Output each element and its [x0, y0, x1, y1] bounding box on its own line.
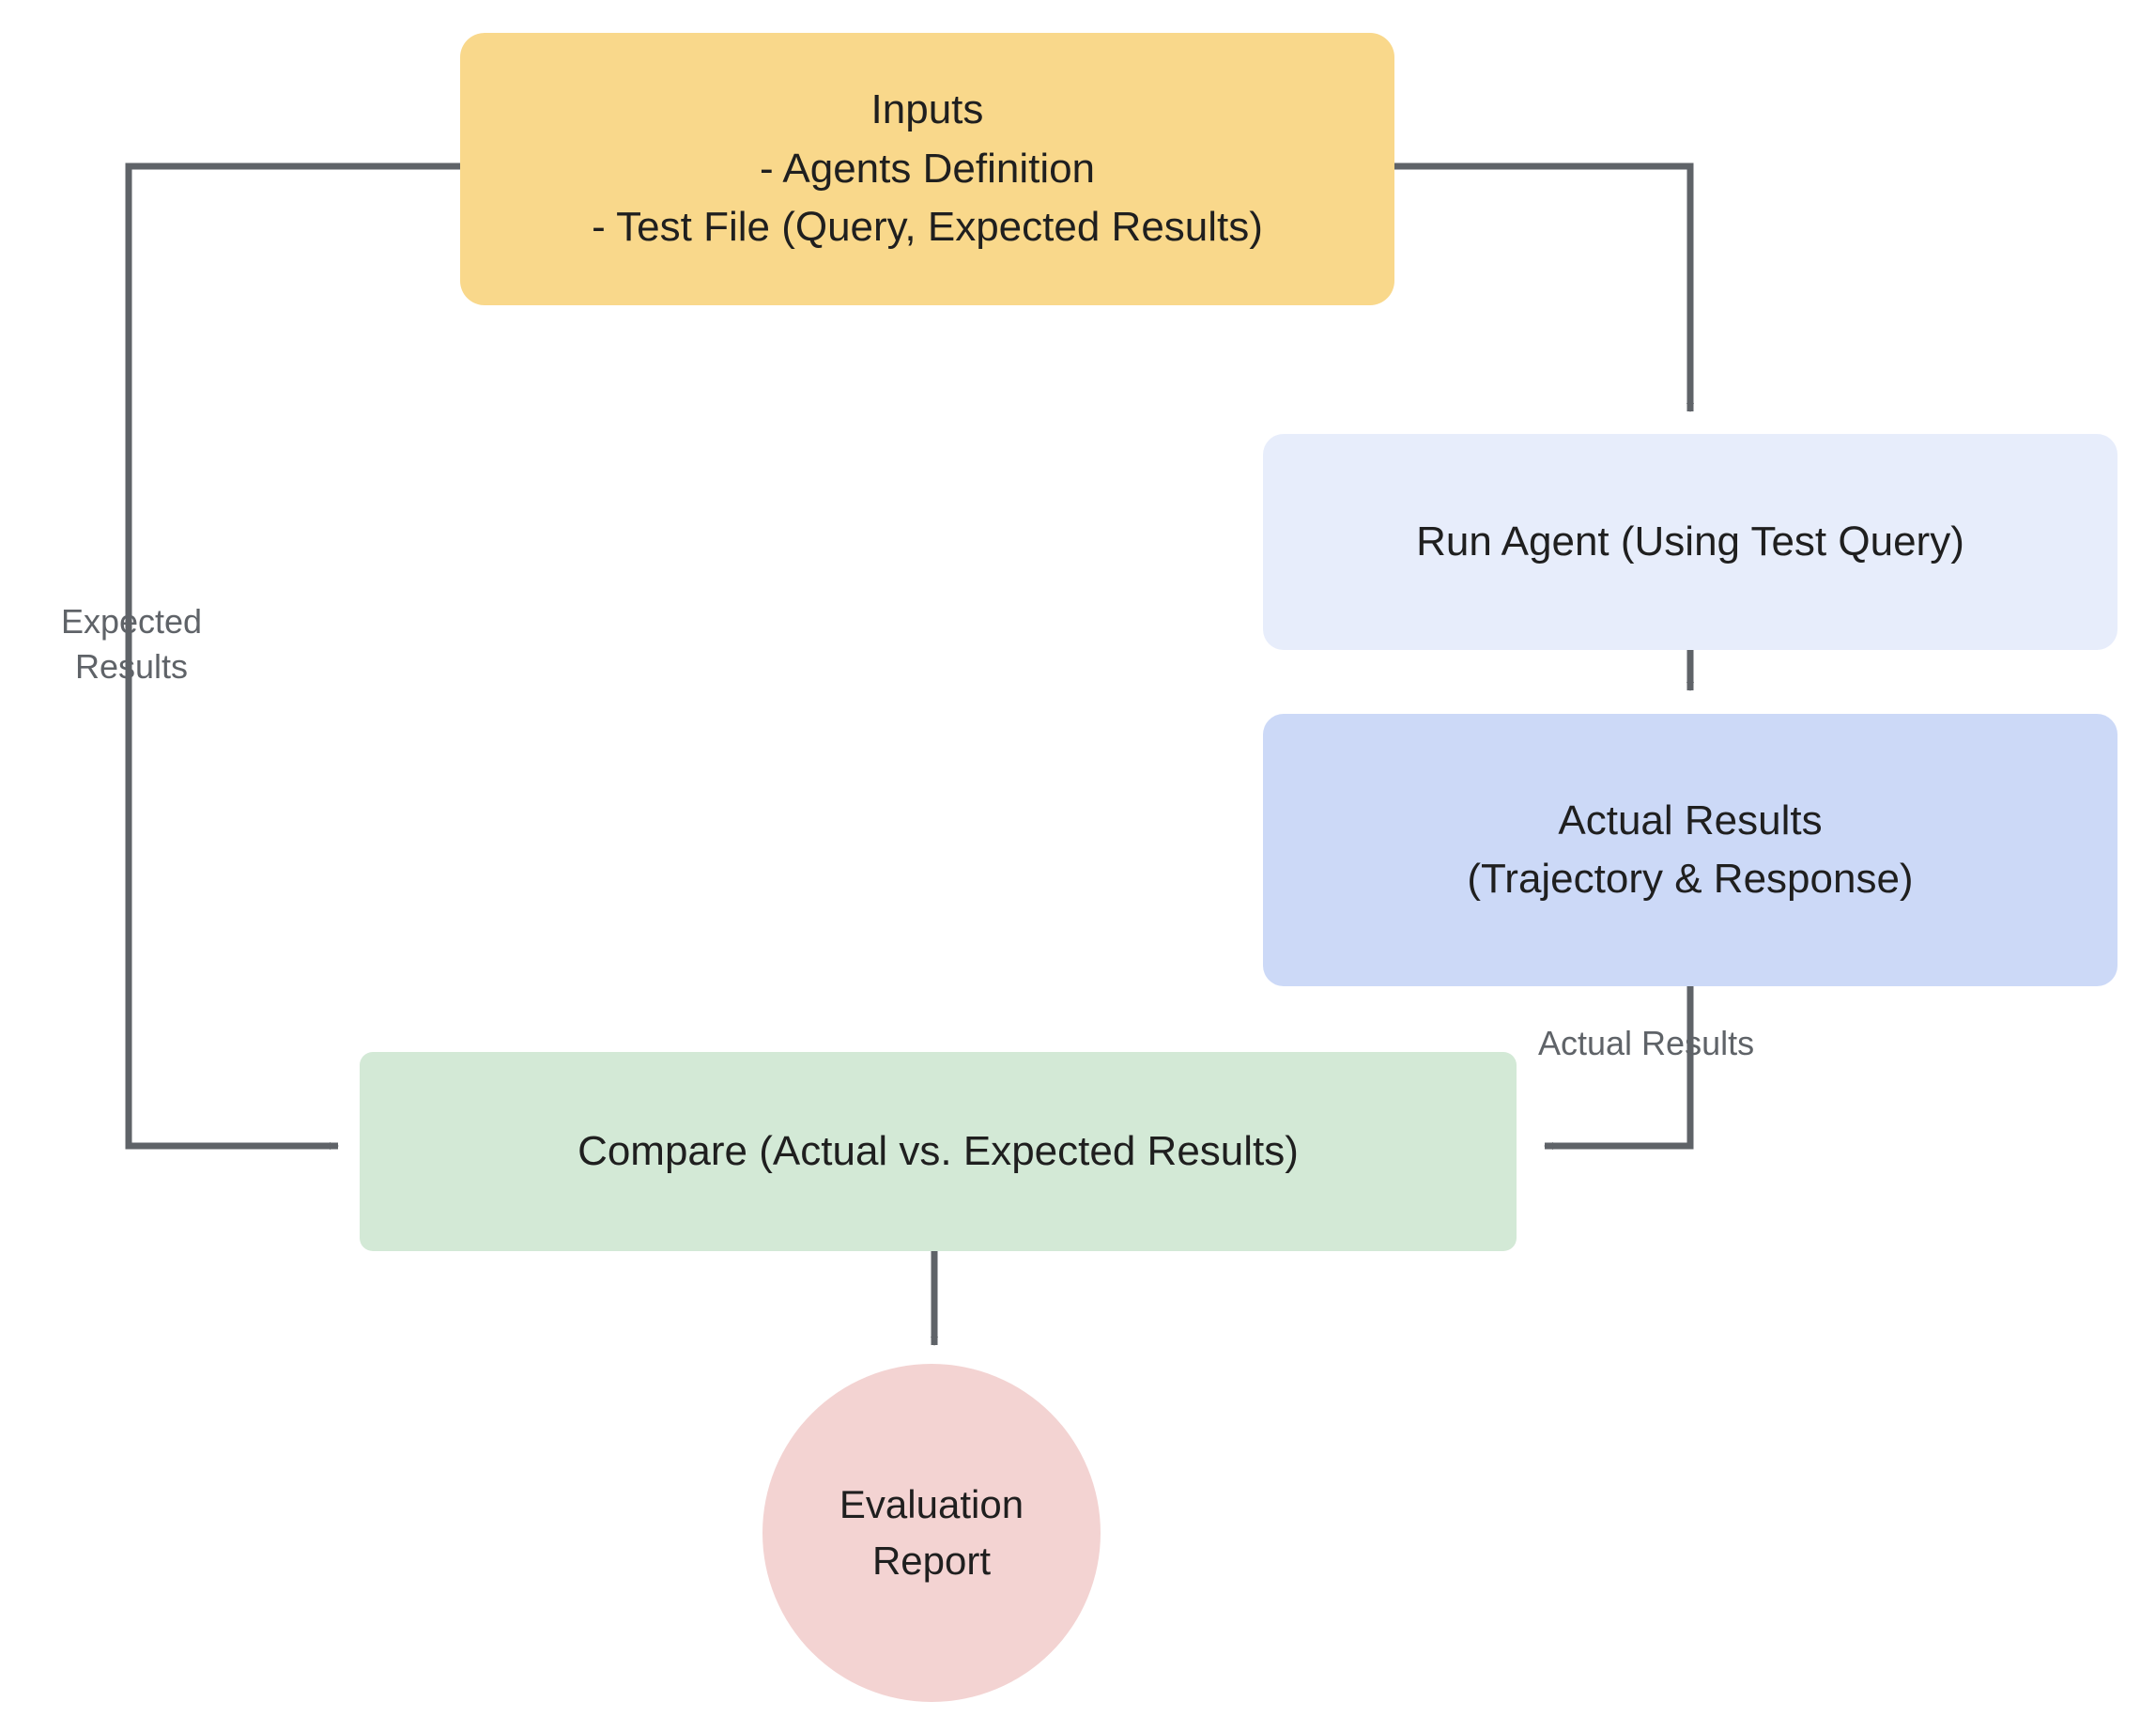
edge-actual-results-to-compare: [1544, 986, 1694, 1150]
node-evaluation-report[interactable]: Evaluation Report: [762, 1364, 1101, 1702]
node-compare[interactable]: Compare (Actual vs. Expected Results): [360, 1052, 1517, 1251]
edge-label-actual-results: Actual Results: [1538, 1024, 1755, 1062]
node-run-agent[interactable]: Run Agent (Using Test Query): [1263, 434, 2118, 650]
edge-inputs-to-run-agent: [1394, 162, 1694, 412]
node-actual-results[interactable]: Actual Results (Trajectory & Response): [1263, 714, 2118, 986]
edge-label-expected-results: Expected Results: [60, 602, 203, 686]
node-inputs[interactable]: Inputs - Agents Definition - Test File (…: [460, 33, 1394, 305]
